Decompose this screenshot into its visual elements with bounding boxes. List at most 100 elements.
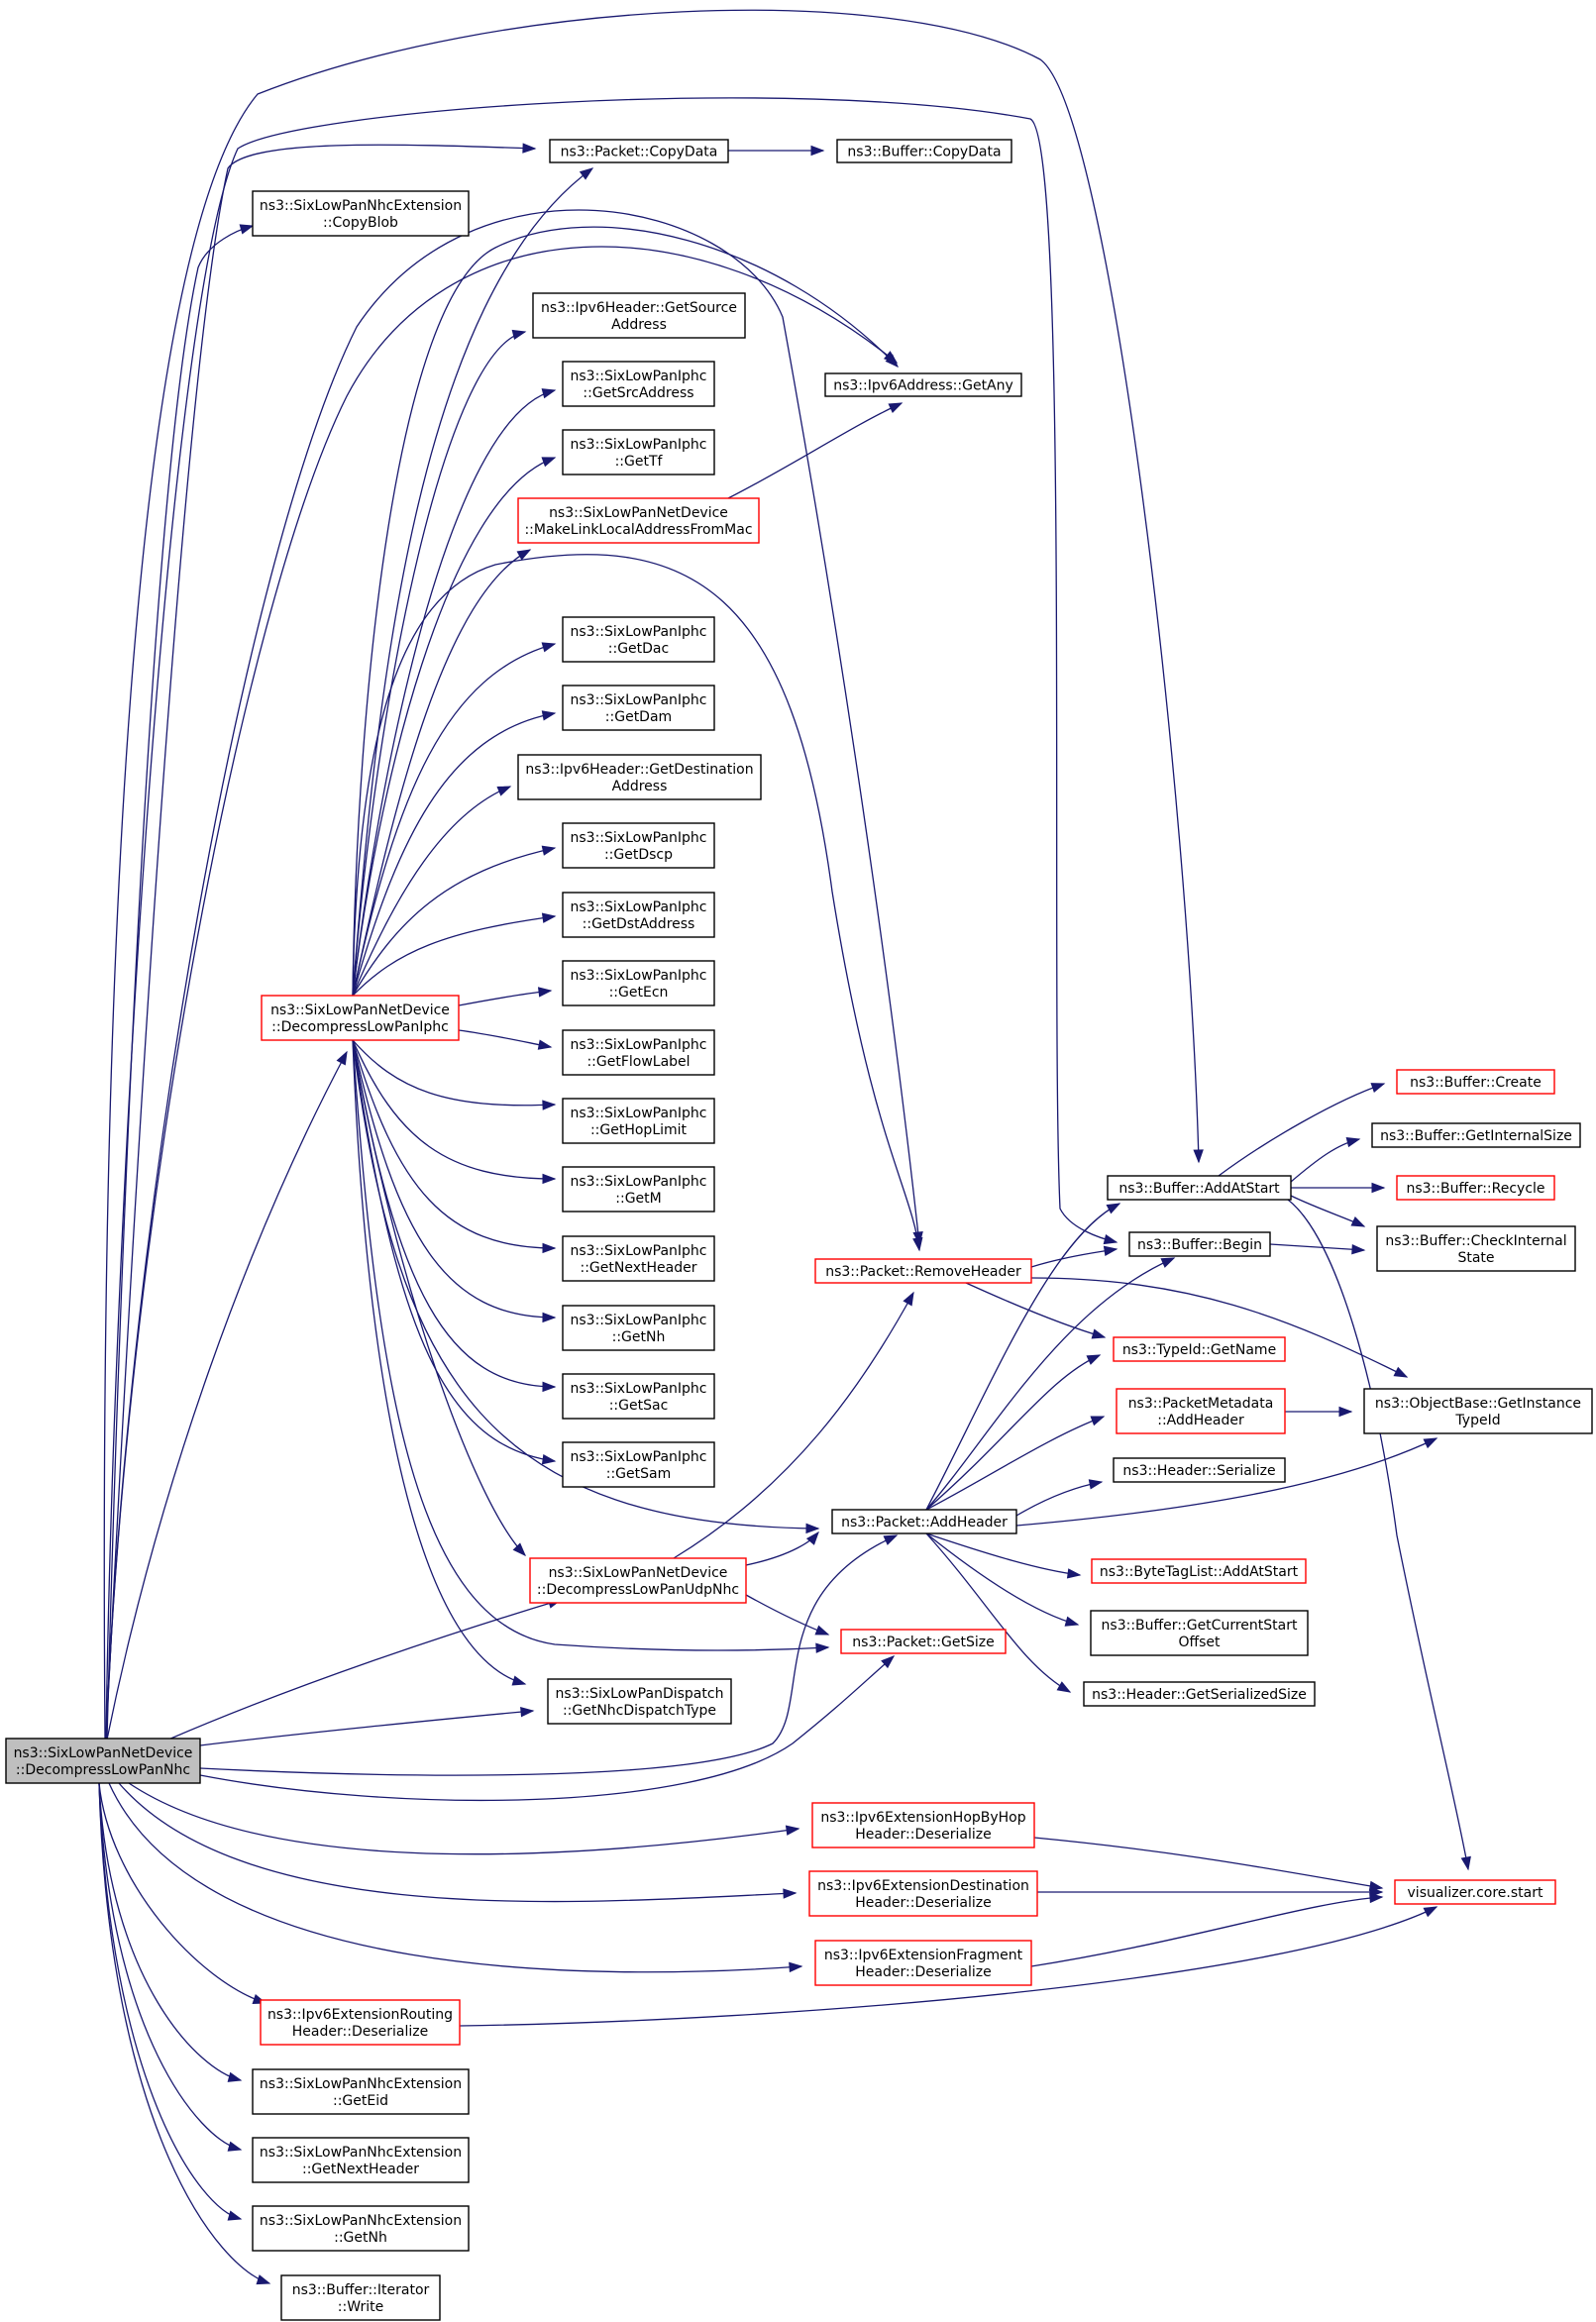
node-n-iphc-getsrcaddr[interactable]: ns3::SixLowPanIphc::GetSrcAddress <box>562 361 715 407</box>
node-n-routing-deser[interactable]: ns3::Ipv6ExtensionRoutingHeader::Deseria… <box>260 1999 461 2046</box>
edge-n_hopbyhop_deser-to-n_viz_start <box>1033 1837 1384 1892</box>
edge-line <box>199 1655 895 1802</box>
edge-arrowhead <box>227 2141 243 2152</box>
node-root[interactable]: ns3::SixLowPanNetDevice::DecompressLowPa… <box>5 1738 201 1784</box>
edge-n_buf_addatstart-to-n_buf_create <box>1218 1083 1386 1177</box>
node-n-iphc-getm[interactable]: ns3::SixLowPanIphc::GetM <box>562 1166 715 1213</box>
node-label-line: ns3::Buffer::AddAtStart <box>1118 1181 1280 1197</box>
node-n-copyblob[interactable]: ns3::SixLowPanNhcExtension::CopyBlob <box>252 190 470 237</box>
node-label-line: ns3::SixLowPanIphc <box>571 437 707 453</box>
edge-line <box>925 1416 1105 1511</box>
edge-n_decompiphc-to-n_getany <box>352 226 899 997</box>
edge-arrowhead <box>1369 1892 1384 1904</box>
edge-line <box>745 1594 829 1636</box>
node-n-iphc-getsam[interactable]: ns3::SixLowPanIphc::GetSam <box>562 1441 715 1488</box>
node-n-iphc-getdscp[interactable]: ns3::SixLowPanIphc::GetDscp <box>562 822 715 869</box>
edge-root-to-n_nhcext_getnextheader <box>98 1782 243 2152</box>
node-box <box>1376 1225 1576 1272</box>
node-n-iphc-getecn[interactable]: ns3::SixLowPanIphc::GetEcn <box>562 960 715 1006</box>
node-box <box>814 1940 1032 1986</box>
node-n-getnhcdispatch[interactable]: ns3::SixLowPanDispatch::GetNhcDispatchTy… <box>547 1678 732 1725</box>
node-n-iphc-getdstaddr[interactable]: ns3::SixLowPanIphc::GetDstAddress <box>562 892 715 938</box>
node-n-addheader[interactable]: ns3::Packet::AddHeader <box>831 1509 1017 1534</box>
node-label-line: ns3::Buffer::CheckInternal <box>1385 1233 1566 1249</box>
node-n-fragment-deser[interactable]: ns3::Ipv6ExtensionFragmentHeader::Deseri… <box>814 1940 1032 1986</box>
node-n-buf-recycle[interactable]: ns3::Buffer::Recycle <box>1396 1175 1555 1201</box>
edge-root-to-n_nhcext_getnh <box>98 1782 243 2221</box>
node-label-line: ::Write <box>338 2299 383 2315</box>
edge-line <box>98 1782 242 2081</box>
edge-line <box>673 1292 914 1559</box>
node-n-iphc-getdac[interactable]: ns3::SixLowPanIphc::GetDac <box>562 616 715 663</box>
node-n-typeid-getname[interactable]: ns3::TypeId::GetName <box>1113 1336 1286 1362</box>
edge-line <box>1030 1277 1408 1378</box>
node-n-iphc-getsac[interactable]: ns3::SixLowPanIphc::GetSac <box>562 1373 715 1420</box>
node-n-nhcext-getnh[interactable]: ns3::SixLowPanNhcExtension::GetNh <box>252 2205 470 2252</box>
node-n-iphc-gettf[interactable]: ns3::SixLowPanIphc::GetTf <box>562 429 715 475</box>
node-box <box>836 139 1012 163</box>
edge-arrowhead <box>541 388 557 399</box>
edge-root-to-n_hopbyhop_deser <box>128 1782 800 1855</box>
edge-n_copydata-to-n_buf_copydata <box>728 145 825 157</box>
edge-root-to-n_buf_begin <box>105 97 1118 1741</box>
node-label-line: ::GetNextHeader <box>302 2162 419 2177</box>
node-label-line: ::GetFlowLabel <box>586 1054 690 1070</box>
edge-arrowhead <box>541 457 557 468</box>
node-label-line: ns3::Ipv6Header::GetDestination <box>525 762 753 778</box>
node-n-iphc-getflowlabel[interactable]: ns3::SixLowPanIphc::GetFlowLabel <box>562 1029 715 1076</box>
edge-line <box>925 1532 1071 1693</box>
node-n-buf-create[interactable]: ns3::Buffer::Create <box>1396 1069 1555 1095</box>
edge-n_addheader-to-n_header_getserializedsize <box>925 1532 1072 1693</box>
edge-arrowhead <box>496 786 512 796</box>
node-n-decompiphc[interactable]: ns3::SixLowPanNetDevice::DecompressLowPa… <box>261 995 460 1041</box>
edge-line <box>352 1039 829 1651</box>
node-n-iphc-gethoplimit[interactable]: ns3::SixLowPanIphc::GetHopLimit <box>562 1098 715 1144</box>
node-n-destination-deser[interactable]: ns3::Ipv6ExtensionDestinationHeader::Des… <box>808 1870 1038 1917</box>
edge-arrowhead <box>1351 1244 1366 1255</box>
edge-n_decompiphc-to-n_getsrcaddr6 <box>352 329 527 997</box>
edge-arrowhead <box>885 354 899 369</box>
edge-n_buf_begin-to-n_buf_checkinternal <box>1269 1243 1366 1255</box>
node-n-buf-addatstart[interactable]: ns3::Buffer::AddAtStart <box>1107 1175 1292 1201</box>
node-label-line: ns3::Buffer::CopyData <box>847 145 1001 160</box>
node-n-getsize[interactable]: ns3::Packet::GetSize <box>840 1629 1007 1654</box>
edge-line <box>965 1282 1106 1338</box>
node-box <box>811 1802 1035 1848</box>
node-n-buf-begin[interactable]: ns3::Buffer::Begin <box>1128 1231 1271 1257</box>
edge-arrowhead <box>1338 1406 1353 1418</box>
node-n-makelinklocal[interactable]: ns3::SixLowPanNetDevice::MakeLinkLocalAd… <box>517 497 760 544</box>
node-box <box>562 892 715 938</box>
node-label-line: ns3::SixLowPanNhcExtension <box>260 198 462 214</box>
node-n-header-serialize[interactable]: ns3::Header::Serialize <box>1113 1457 1286 1483</box>
node-n-buf-copydata[interactable]: ns3::Buffer::CopyData <box>836 139 1012 163</box>
node-n-buf-getinternalsize[interactable]: ns3::Buffer::GetInternalSize <box>1371 1122 1581 1148</box>
node-n-nhcext-getnextheader[interactable]: ns3::SixLowPanNhcExtension::GetNextHeade… <box>252 2137 470 2183</box>
node-box <box>1116 1388 1286 1434</box>
node-n-pktmeta-addheader[interactable]: ns3::PacketMetadata::AddHeader <box>1116 1388 1286 1434</box>
node-n-iphc-getnextheader[interactable]: ns3::SixLowPanIphc::GetNextHeader <box>562 1235 715 1282</box>
node-n-decompudpnhc[interactable]: ns3::SixLowPanNetDevice::DecompressLowPa… <box>529 1557 747 1604</box>
node-label-line: ::GetNh <box>334 2230 387 2246</box>
node-n-removeheader[interactable]: ns3::Packet::RemoveHeader <box>814 1258 1032 1284</box>
node-n-hopbyhop-deser[interactable]: ns3::Ipv6ExtensionHopByHopHeader::Deseri… <box>811 1802 1035 1848</box>
node-n-iphc-getnh[interactable]: ns3::SixLowPanIphc::GetNh <box>562 1305 715 1351</box>
node-box <box>1394 1879 1556 1905</box>
edge-line <box>727 402 903 499</box>
node-n-getany[interactable]: ns3::Ipv6Address::GetAny <box>824 372 1022 397</box>
edge-n_decompiphc-to-n_getdstaddr6 <box>352 786 512 997</box>
node-n-copydata[interactable]: ns3::Packet::CopyData <box>549 139 729 163</box>
node-box <box>1363 1388 1593 1434</box>
node-n-bytetag-addatstart[interactable]: ns3::ByteTagList::AddAtStart <box>1091 1558 1307 1584</box>
node-n-nhcext-geteid[interactable]: ns3::SixLowPanNhcExtension::GetEid <box>252 2068 470 2115</box>
edge-arrowhead <box>1160 1257 1176 1268</box>
node-n-iphc-getdam[interactable]: ns3::SixLowPanIphc::GetDam <box>562 685 715 731</box>
node-n-header-getserializedsize[interactable]: ns3::Header::GetSerializedSize <box>1083 1681 1316 1707</box>
node-n-iter-write[interactable]: ns3::Buffer::Iterator::Write <box>280 2274 441 2321</box>
node-n-viz-start[interactable]: visualizer.core.start <box>1394 1879 1556 1905</box>
edge-n_addheader-to-n_header_serialize <box>1015 1479 1104 1517</box>
